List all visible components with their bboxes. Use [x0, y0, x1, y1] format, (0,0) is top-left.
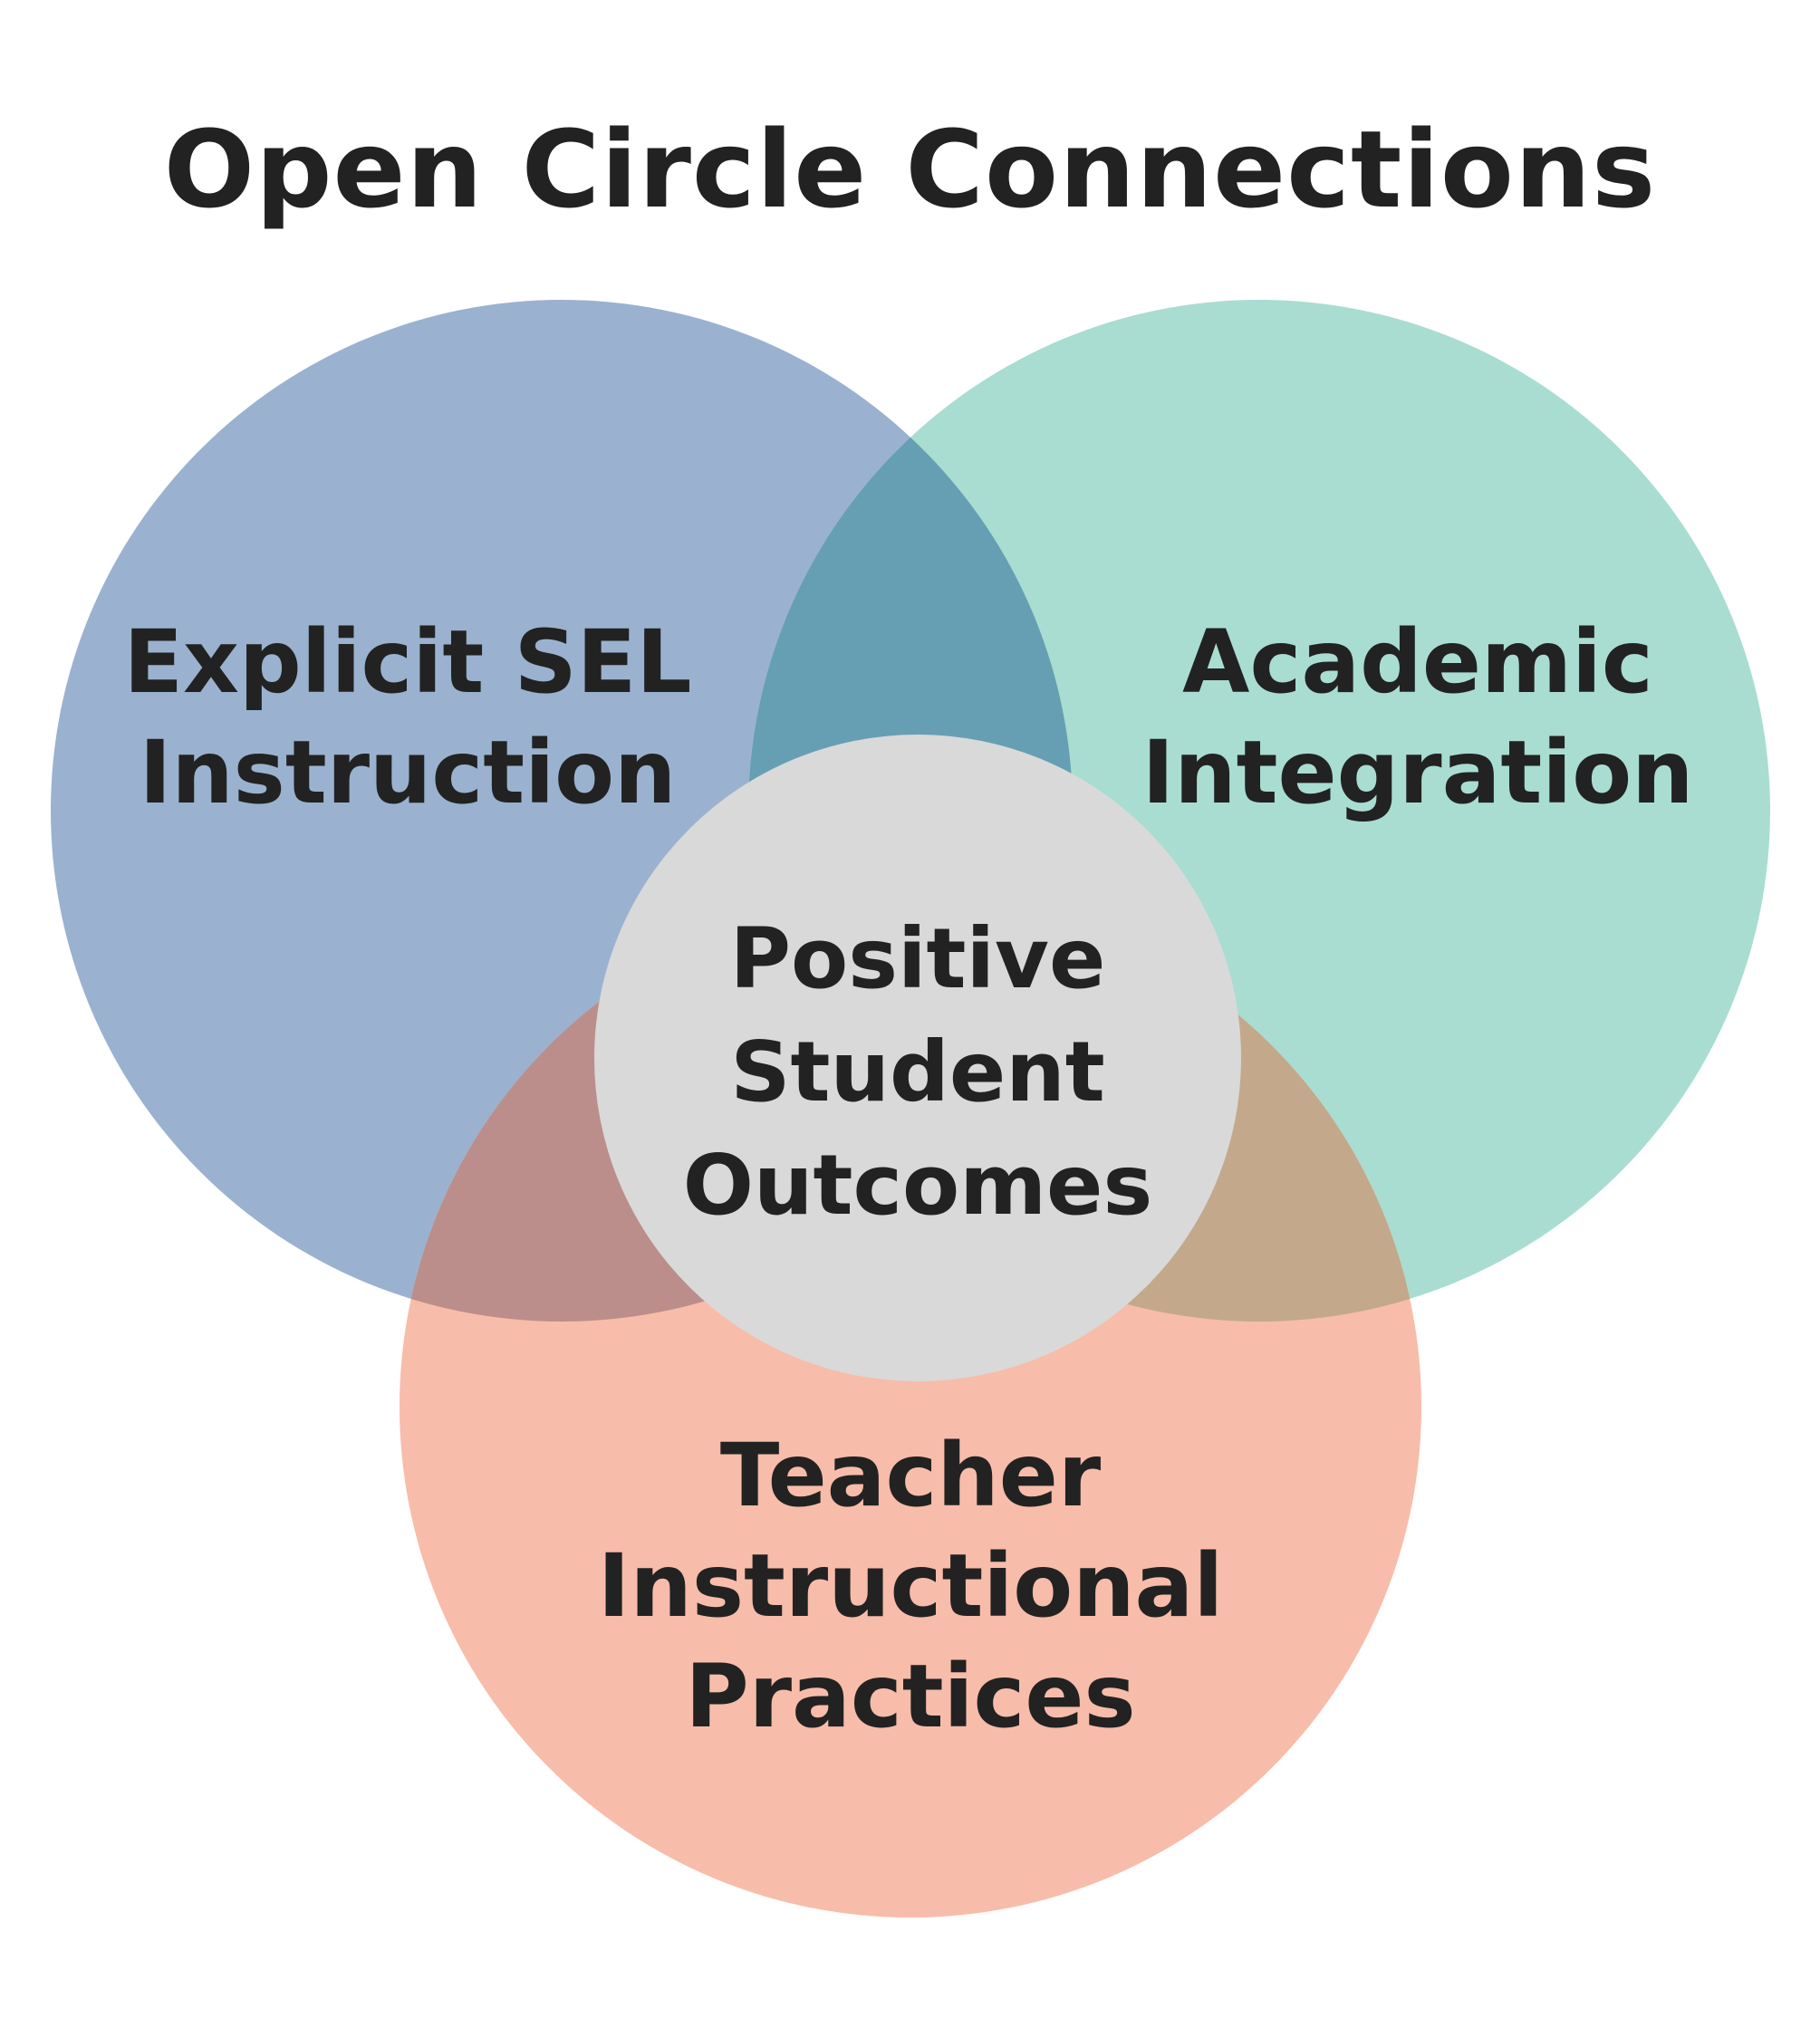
center-circle-label: Positive Student Outcomes: [601, 902, 1235, 1242]
teacher-label-line-3: Practices: [685, 1646, 1136, 1747]
teacher-circle-label: Teacher Instructional Practices: [525, 1420, 1295, 1752]
sel-label-line-2: Instruction: [139, 722, 677, 823]
center-label-line-2: Student: [730, 1024, 1105, 1120]
teacher-label-line-1: Teacher: [719, 1425, 1102, 1526]
diagram-title: Open Circle Connections: [163, 107, 1657, 232]
center-label-line-1: Positive: [729, 910, 1106, 1007]
teacher-label-line-2: Instructional: [597, 1535, 1224, 1637]
sel-label-line-1: Explicit SEL: [123, 611, 692, 713]
academic-label-line-1: Academic: [1182, 611, 1653, 713]
center-circle: [594, 735, 1241, 1381]
academic-circle-label: Academic Integration: [1101, 607, 1735, 828]
sel-circle-label: Explicit SEL Instruction: [91, 607, 725, 828]
center-label-line-3: Outcomes: [682, 1137, 1153, 1234]
academic-label-line-2: Integration: [1141, 722, 1694, 823]
